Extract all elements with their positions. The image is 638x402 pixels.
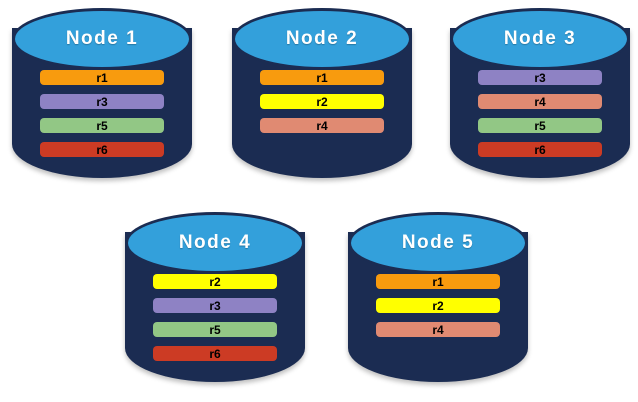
database-node-cylinder[interactable]: Node 3 r3 r4 r5 r6	[450, 8, 630, 186]
replica-bar[interactable]: r1	[376, 274, 500, 289]
replica-list: r1 r2 r4	[260, 70, 384, 142]
replica-list: r3 r4 r5 r6	[478, 70, 602, 166]
database-node-cylinder[interactable]: Node 1 r1 r3 r5 r6	[12, 8, 192, 186]
replica-bar[interactable]: r3	[478, 70, 602, 85]
node-label: Node 4	[178, 232, 252, 253]
cylinder-top-ellipse: Node 5	[348, 212, 528, 274]
replica-bar[interactable]: r2	[376, 298, 500, 313]
replica-bar[interactable]: r1	[260, 70, 384, 85]
replica-list: r1 r2 r4	[376, 274, 500, 346]
replica-bar[interactable]: r2	[260, 94, 384, 109]
replica-bar[interactable]: r5	[478, 118, 602, 133]
replica-bar[interactable]: r6	[153, 346, 277, 361]
node-label: Node 3	[503, 28, 577, 49]
replica-bar[interactable]: r4	[376, 322, 500, 337]
replica-bar[interactable]: r3	[153, 298, 277, 313]
replica-bar[interactable]: r4	[478, 94, 602, 109]
cylinder-top-ellipse: Node 3	[450, 8, 630, 70]
replica-bar[interactable]: r6	[478, 142, 602, 157]
database-node-cylinder[interactable]: Node 4 r2 r3 r5 r6	[125, 212, 305, 390]
cylinder-top-ellipse: Node 4	[125, 212, 305, 274]
replica-bar[interactable]: r5	[40, 118, 164, 133]
node-label: Node 5	[401, 232, 475, 253]
node-label: Node 1	[65, 28, 139, 49]
replica-list: r2 r3 r5 r6	[153, 274, 277, 370]
replica-bar[interactable]: r4	[260, 118, 384, 133]
replica-list: r1 r3 r5 r6	[40, 70, 164, 166]
replica-bar[interactable]: r2	[153, 274, 277, 289]
database-node-cylinder[interactable]: Node 5 r1 r2 r4	[348, 212, 528, 390]
replica-bar[interactable]: r1	[40, 70, 164, 85]
cylinder-top-ellipse: Node 2	[232, 8, 412, 70]
replica-bar[interactable]: r6	[40, 142, 164, 157]
node-label: Node 2	[285, 28, 359, 49]
replica-bar[interactable]: r3	[40, 94, 164, 109]
replica-bar[interactable]: r5	[153, 322, 277, 337]
database-node-cylinder[interactable]: Node 2 r1 r2 r4	[232, 8, 412, 186]
cylinder-top-ellipse: Node 1	[12, 8, 192, 70]
